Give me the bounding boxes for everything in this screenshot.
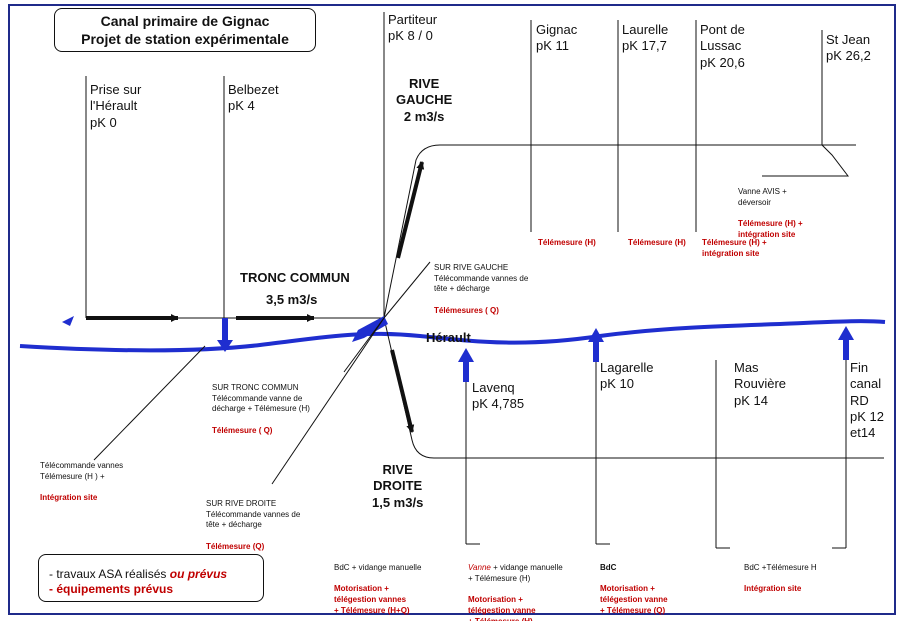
- lagarelle-blue-arrow-shaft: [593, 340, 599, 362]
- fin-blue-arrow-shaft: [843, 338, 849, 360]
- rive-gauche-arrow: [396, 161, 425, 259]
- station-lussac: Pont de Lussac pK 20,6: [700, 22, 745, 70]
- note-rive-gauche-red: Télémesures ( Q): [434, 305, 499, 315]
- note-bdc-red: Motorisation + télégestion vanne + Télém…: [600, 584, 668, 615]
- note-lagarelle: Vanne + vidange manuelle + Télémesure (H…: [468, 552, 563, 621]
- stjean-end: [820, 144, 850, 177]
- tronc-commun-label: TRONC COMMUN: [240, 270, 350, 285]
- note-rive-droite: SUR RIVE DROITE Télécommande vannes de t…: [206, 488, 300, 553]
- title-line-2: Projet de station expérimentale: [81, 31, 289, 47]
- note-rive-droite-red: Télémesure (Q): [206, 541, 265, 551]
- note-avis-red: Télémesure (H) + intégration site: [738, 219, 803, 239]
- legend-line-1-red: ou prévus: [169, 567, 228, 581]
- lagarelle-blue-arrow-head: [588, 328, 604, 342]
- leader-rive-gauche: [383, 261, 431, 319]
- note-bdc-text: BdC: [600, 562, 617, 572]
- station-partiteur: Partiteur pK 8 / 0: [388, 12, 438, 44]
- note-avis: Vanne AVIS + déversoir Télémesure (H) + …: [738, 176, 803, 241]
- title-line-1: Canal primaire de Gignac: [100, 13, 270, 29]
- belbezet-blue-arrow-shaft: [222, 318, 228, 342]
- rive-gauche-label: RIVE GAUCHE 2 m3/s: [396, 76, 453, 124]
- note-lavenq: BdC + vidange manuelle Motorisation + té…: [334, 552, 421, 617]
- note-lagarelle-red: Motorisation + télégestion vanne + Télém…: [468, 595, 536, 621]
- note-telecommande: Télécommande vannes Télémesure (H ) + In…: [40, 450, 123, 504]
- note-tronc-text: SUR TRONC COMMUN Télécommande vanne de d…: [212, 382, 310, 414]
- lavenq-blue-arrow-head: [458, 348, 474, 362]
- station-mas: Mas Rouvière pK 14: [734, 360, 787, 408]
- legend-line-2: - équipements prévus: [49, 582, 174, 596]
- station-belbezet: Belbezet pK 4: [228, 82, 279, 114]
- note-tronc-commun: SUR TRONC COMMUN Télécommande vanne de d…: [212, 372, 310, 437]
- tronc-commun-flow: 3,5 m3/s: [266, 292, 318, 307]
- note-laurelle: Télémesure (H): [628, 238, 686, 247]
- note-avis-text: Vanne AVIS + déversoir: [738, 186, 787, 207]
- lavenq-blue-arrow-shaft: [463, 360, 469, 382]
- river-herault: [19, 319, 886, 353]
- note-lavenq-text: BdC + vidange manuelle: [334, 562, 422, 572]
- note-telecommande-red: Intégration site: [40, 493, 98, 503]
- leader-telecommande: [93, 345, 206, 461]
- legend-box: - travaux ASA réalisés ou prévus - équip…: [38, 554, 264, 602]
- belbezet-blue-arrow-head: [217, 340, 233, 352]
- note-mas-red: Intégration site: [744, 584, 802, 594]
- station-prise: Prise sur l'Hérault pK 0: [90, 82, 142, 130]
- note-telecommande-text: Télécommande vannes Télémesure (H ) +: [40, 460, 124, 481]
- note-lagarelle-text: + vidange manuelle + Télémesure (H): [468, 562, 563, 583]
- station-fin: Fin canal RD pK 12 et14: [850, 360, 884, 440]
- legend-line-1: - travaux ASA réalisés ou prévus: [49, 567, 263, 582]
- note-tronc-red: Télémesure ( Q): [212, 425, 273, 435]
- note-lavenq-red: Motorisation + télégestion vannes + Télé…: [334, 584, 410, 615]
- river-prise-arrow: [62, 316, 74, 326]
- station-gignac: Gignac pK 11: [536, 22, 578, 54]
- station-stjean: St Jean pK 26,2: [826, 32, 871, 64]
- note-rive-gauche-text: SUR RIVE GAUCHE Télécommande vannes de t…: [434, 262, 529, 294]
- partiteur-blue-arrow: [352, 316, 388, 342]
- river-label: Hérault: [426, 330, 471, 345]
- note-lussac: Télémesure (H) + intégration site: [702, 238, 767, 258]
- note-rive-gauche: SUR RIVE GAUCHE Télécommande vannes de t…: [434, 252, 528, 317]
- note-mas-text: BdC +Télémesure H: [744, 562, 817, 572]
- rive-droite-canal: [383, 317, 884, 459]
- rive-gauche-canal: [383, 144, 856, 319]
- rive-droite-label: RIVE DROITE 1,5 m3/s: [372, 462, 424, 510]
- note-lagarelle-italic: Vanne: [468, 562, 491, 572]
- outer-frame: [8, 4, 896, 615]
- title-box: Canal primaire de Gignac Projet de stati…: [54, 8, 316, 52]
- note-mas: BdC +Télémesure H Intégration site: [744, 552, 817, 595]
- note-gignac: Télémesure (H): [538, 238, 596, 247]
- fin-blue-arrow-head: [838, 326, 854, 340]
- note-rive-droite-text: SUR RIVE DROITE Télécommande vannes de t…: [206, 498, 301, 530]
- note-bdc: BdC Motorisation + télégestion vanne + T…: [600, 552, 668, 617]
- station-lagarelle: Lagarelle pK 10: [600, 360, 654, 392]
- station-laurelle: Laurelle pK 17,7: [622, 22, 669, 54]
- rive-droite-arrow: [390, 349, 415, 433]
- leader-rive-droite: [271, 317, 385, 485]
- legend-line-1-text: - travaux ASA réalisés: [49, 567, 170, 581]
- station-lavenq: Lavenq pK 4,785: [472, 380, 525, 412]
